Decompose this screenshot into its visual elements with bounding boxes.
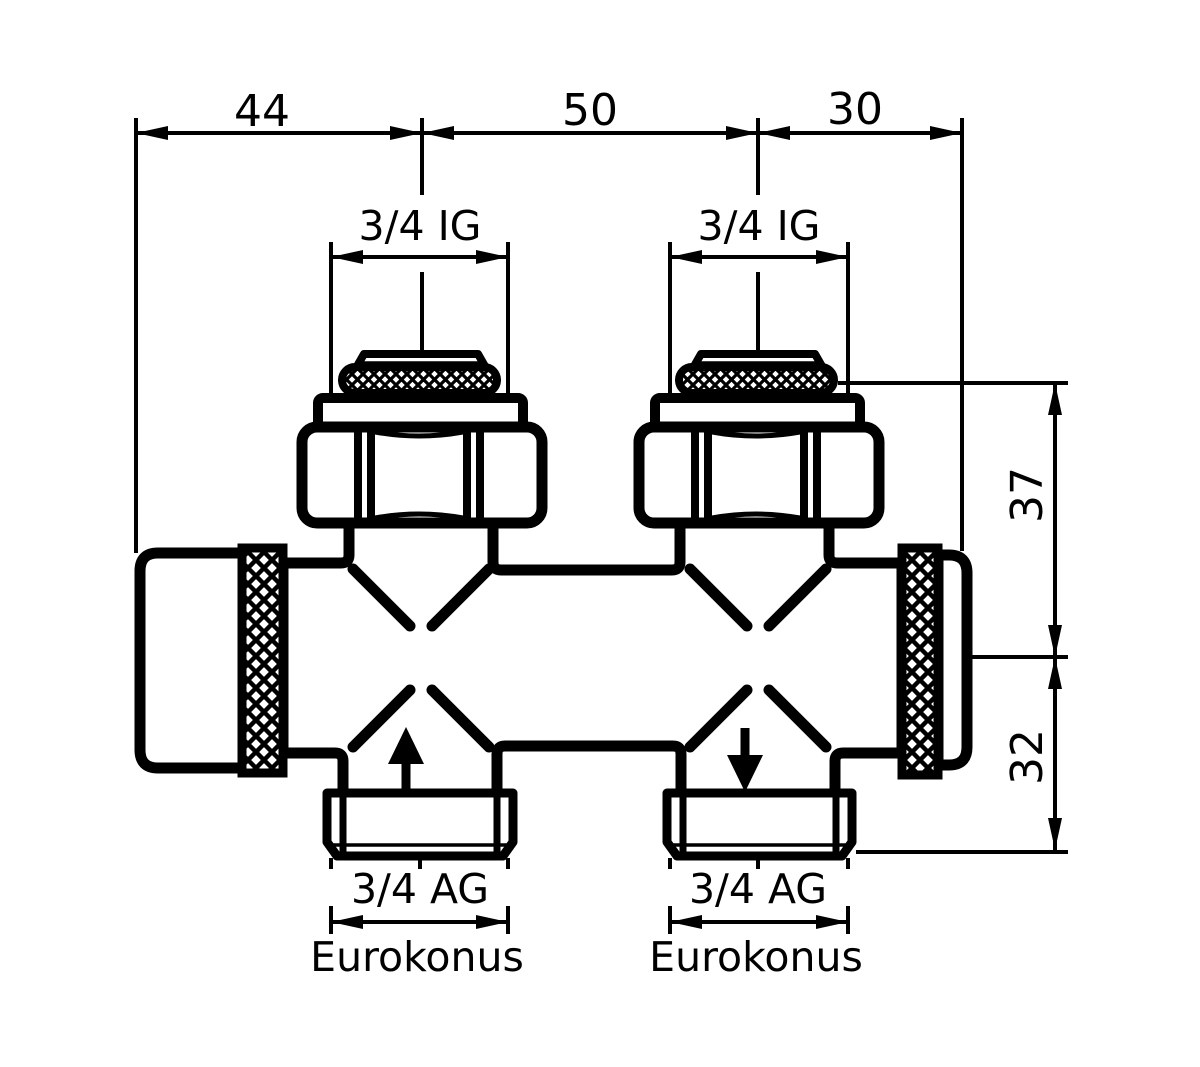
left-knurl-band (237, 543, 288, 778)
arrowhead (136, 126, 168, 140)
top-left-union-fitting (296, 350, 548, 529)
flow-up-arrow-icon (388, 727, 424, 790)
thread-top-right-label: 3/4 IG (698, 202, 821, 250)
flow-down-arrow-icon (727, 728, 763, 792)
arrowhead (1048, 818, 1062, 850)
cap-knurl (675, 363, 838, 397)
cross-dash (426, 563, 495, 632)
bottom-dimension-arrows (331, 915, 848, 929)
union-nut (633, 421, 885, 529)
dim-50-label: 50 (562, 85, 618, 136)
dim-37-label: 37 (1002, 467, 1053, 523)
cross-dash (684, 563, 753, 632)
cross-dash (763, 563, 832, 632)
nut-facet-curve (374, 511, 464, 521)
bottom-right-thread-stub (662, 788, 857, 861)
arrowhead (1048, 625, 1062, 657)
nut-facet-curve (711, 511, 801, 521)
right-knurl-band (897, 543, 943, 780)
cap-knurl (338, 363, 501, 397)
right-dimension-group (838, 381, 1068, 854)
right-end-cap (897, 543, 973, 780)
right-valve-cross-marks (684, 563, 832, 753)
arrowhead (422, 126, 454, 140)
valve-body (277, 506, 908, 806)
arrowhead (390, 126, 422, 140)
thread-dimension-arrows (331, 250, 848, 264)
top-dimension-chain (134, 118, 964, 553)
right-dimension-arrows (1048, 383, 1062, 850)
right-cap-shape (932, 549, 973, 771)
arrowhead (1048, 383, 1062, 415)
arrowhead (331, 915, 363, 929)
valve-body-outline (277, 506, 908, 806)
arrowhead (476, 915, 508, 929)
cross-dash (347, 684, 416, 753)
nut-facet-curve (711, 429, 801, 439)
cross-dash (763, 684, 832, 753)
top-dimension-arrows (136, 126, 962, 140)
thread-bottom-right-label: 3/4 AG (689, 865, 827, 913)
left-valve-cross-marks (347, 563, 495, 753)
thread-top-left-label: 3/4 IG (359, 202, 482, 250)
bottom-left-thread-stub (322, 788, 518, 861)
nut-facet-curve (374, 429, 464, 439)
thread-bottom-left-label: 3/4 AG (351, 865, 489, 913)
arrowhead (816, 915, 848, 929)
arrowhead (726, 126, 758, 140)
cross-dash (426, 684, 495, 753)
arrowhead (758, 126, 790, 140)
arrowhead (930, 126, 962, 140)
arrowhead (1048, 657, 1062, 689)
arrowhead (476, 250, 508, 264)
eurokonus-right-label: Eurokonus (649, 933, 863, 981)
left-cap-shape (134, 547, 250, 774)
left-end-cap (134, 543, 288, 778)
arrowhead (816, 250, 848, 264)
cross-dash (684, 684, 753, 753)
dim-32-label: 32 (1002, 729, 1053, 785)
eurokonus-left-label: Eurokonus (310, 933, 524, 981)
cross-dash (347, 563, 416, 632)
dim-44-label: 44 (234, 86, 290, 137)
dim-30-label: 30 (827, 84, 883, 135)
arrowhead (670, 250, 702, 264)
arrowhead (670, 915, 702, 929)
thread-flange (322, 788, 518, 861)
union-nut (296, 421, 548, 529)
arrowhead (331, 250, 363, 264)
thread-flange (662, 788, 857, 861)
top-right-union-fitting (633, 350, 885, 529)
